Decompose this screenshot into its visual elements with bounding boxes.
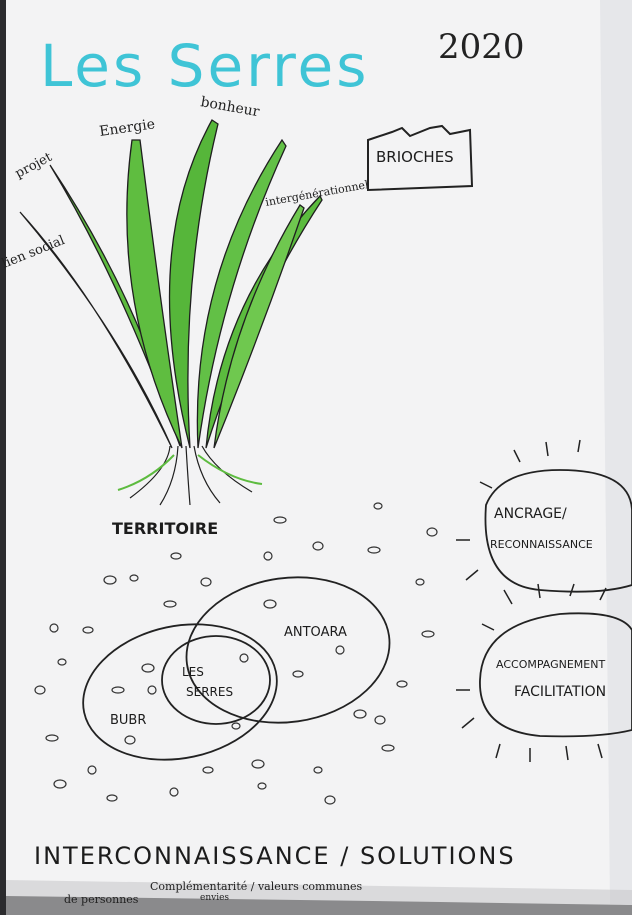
sun-top-line1: ANCRAGE/ — [494, 506, 567, 522]
sun-bottom-line1: ACCOMPAGNEMENT — [496, 658, 605, 671]
sun-top-line2: RECONNAISSANCE — [490, 538, 593, 551]
territoire-label: TERRITOIRE — [112, 519, 218, 538]
venn-right-label: ANTOARA — [284, 625, 347, 640]
footer-main: INTERCONNAISSANCE / SOLUTIONS — [34, 842, 516, 870]
brioches-label: BRIOCHES — [376, 148, 454, 166]
footer-sub1: Complémentarité / valeurs communes — [150, 880, 363, 893]
sun-bottom-line2: FACILITATION — [514, 684, 606, 700]
page-title: Les Serres — [40, 32, 369, 100]
venn-left-label: BUBR — [110, 713, 146, 728]
venn-center-line1: LES — [182, 665, 204, 679]
year-label: 2020 — [438, 27, 525, 67]
venn-center-line2: SERRES — [186, 685, 233, 699]
footer-sub3: envies — [200, 893, 229, 903]
footer-sub2: de personnes — [64, 893, 139, 906]
